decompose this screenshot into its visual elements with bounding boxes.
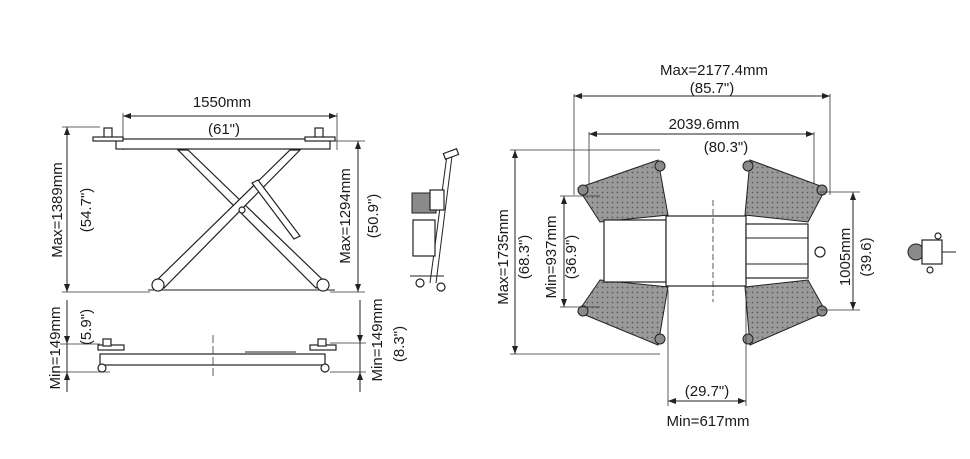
arm-pad-top-left xyxy=(577,159,669,223)
scissor-arm-a xyxy=(176,149,328,289)
min-height-in-label: (5.9") xyxy=(78,309,95,345)
arm-pad-bottom-right xyxy=(744,279,827,346)
platform-height-in-label: (50.9") xyxy=(365,194,382,239)
lowered-platform xyxy=(99,353,326,366)
scissor-arm-b xyxy=(152,149,302,289)
max-width-in-label: (85.7") xyxy=(690,80,735,97)
min-height-mm-label: Min=149mm xyxy=(47,307,64,390)
max-width-mm-label: Max=2177.4mm xyxy=(660,62,768,79)
inner-width-mm-label: 2039.6mm xyxy=(669,116,740,133)
center-distance-mm-label: 1005mm xyxy=(837,228,854,286)
lowered-view: Min=149mm (5.9") Min=149mm (8.3") xyxy=(47,299,408,392)
arm-pad-bottom-left xyxy=(577,279,669,346)
min-length-mm-label: Min=937mm xyxy=(543,216,560,299)
platform-height-mm-label: Max=1294mm xyxy=(337,168,354,263)
hydraulic-cylinder xyxy=(251,179,301,240)
scissor-pivot xyxy=(238,206,246,214)
min-height-right-in-label: (8.3") xyxy=(391,326,408,362)
inner-width-in-label: (80.3") xyxy=(704,139,749,156)
center-hub-icon xyxy=(814,246,826,258)
min-gap-mm-label: Min=617mm xyxy=(667,413,750,430)
cart-wheel-icon xyxy=(436,282,446,292)
oil-tank-icon xyxy=(412,219,436,257)
max-height-mm-label: Max=1389mm xyxy=(49,162,66,257)
top-view: Max=2177.4mm (85.7") 2039.6mm (80.3") xyxy=(495,62,875,430)
lift-platform xyxy=(115,138,331,150)
width-in-label: (61") xyxy=(208,121,240,138)
max-height-in-label: (54.7") xyxy=(78,188,95,233)
min-height-right-mm-label: Min=149mm xyxy=(369,299,386,382)
frame-center xyxy=(665,215,747,287)
min-gap-in-label: (29.7") xyxy=(685,383,730,400)
side-view: 1550mm (61") Max=1389mm (54.7") Max xyxy=(49,94,382,293)
width-mm-label: 1550mm xyxy=(193,94,251,111)
center-distance-in-label: (39.6) xyxy=(858,237,875,276)
min-length-in-label: (36.9") xyxy=(563,235,580,280)
arm-pad-top-right xyxy=(744,159,827,223)
max-length-mm-label: Max=1735mm xyxy=(495,209,512,304)
frame-right xyxy=(745,223,809,279)
max-length-in-label: (68.3") xyxy=(516,235,533,280)
power-unit-cart xyxy=(410,148,460,292)
power-unit-top-view xyxy=(907,232,956,274)
frame-left xyxy=(603,219,667,283)
